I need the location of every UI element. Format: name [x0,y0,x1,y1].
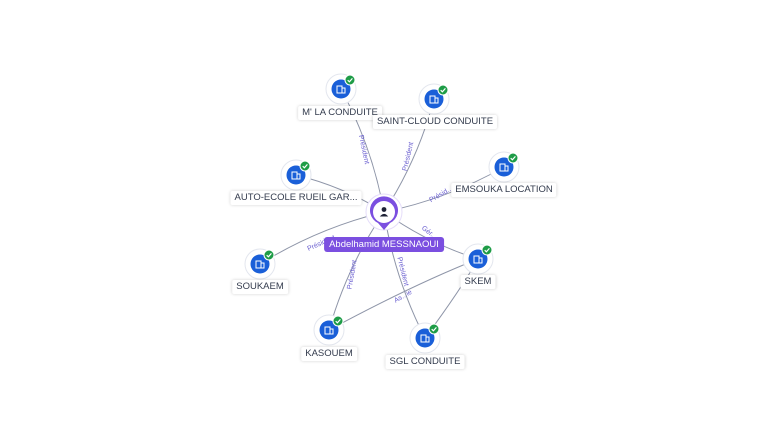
building-icon [415,328,435,348]
person-icon [373,201,395,223]
building-icon [331,79,351,99]
person-node[interactable] [365,193,403,231]
edge-kasouem-skem [328,258,479,331]
building-icon [424,89,444,109]
verified-check-icon [299,160,311,172]
company-label-rueil[interactable]: AUTO-ECOLE RUEIL GAR... [230,191,362,205]
company-label-skem[interactable]: SKEM [460,275,496,289]
building-glyph [255,260,265,269]
edge-label-skem2: As...ie [393,289,413,305]
building-glyph [420,334,430,343]
building-glyph [473,255,483,264]
verified-check-icon [428,323,440,335]
building-glyph [324,326,334,335]
company-node-kasouem[interactable] [313,314,345,346]
edge-label-mla: Président [357,134,370,164]
building-glyph [336,85,346,94]
company-label-kasouem[interactable]: KASOUEM [301,347,357,361]
company-label-mla[interactable]: M' LA CONDUITE [298,106,382,120]
verified-check-icon [437,84,449,96]
company-node-emsouka[interactable] [488,151,520,183]
edge-label-kasouem: Président [347,260,359,290]
building-glyph [429,95,439,104]
company-node-sgl[interactable] [409,322,441,354]
building-glyph [291,171,301,180]
person-name-label[interactable]: Abdelhamid MESSNAOUI [324,237,444,252]
building-icon [468,249,488,269]
edge-label-stcloud: Président [402,141,415,171]
company-node-stcloud[interactable] [418,83,450,115]
nodes-layer [244,73,520,354]
building-glyph [499,163,509,172]
company-label-stcloud[interactable]: SAINT-CLOUD CONDUITE [372,115,498,129]
building-icon [494,157,514,177]
company-label-sgl[interactable]: SGL CONDUITE [385,355,465,369]
verified-check-icon [344,74,356,86]
verified-check-icon [507,152,519,164]
company-node-rueil[interactable] [280,159,312,191]
company-node-mla[interactable] [325,73,357,105]
company-node-soukaem[interactable] [244,248,276,280]
verified-check-icon [263,249,275,261]
verified-check-icon [481,244,493,256]
verified-check-icon [332,315,344,327]
building-icon [286,165,306,185]
company-label-soukaem[interactable]: SOUKAEM [232,280,288,294]
building-icon [250,254,270,274]
company-label-emsouka[interactable]: EMSOUKA LOCATION [451,183,557,197]
company-node-skem[interactable] [462,243,494,275]
building-icon [319,320,339,340]
